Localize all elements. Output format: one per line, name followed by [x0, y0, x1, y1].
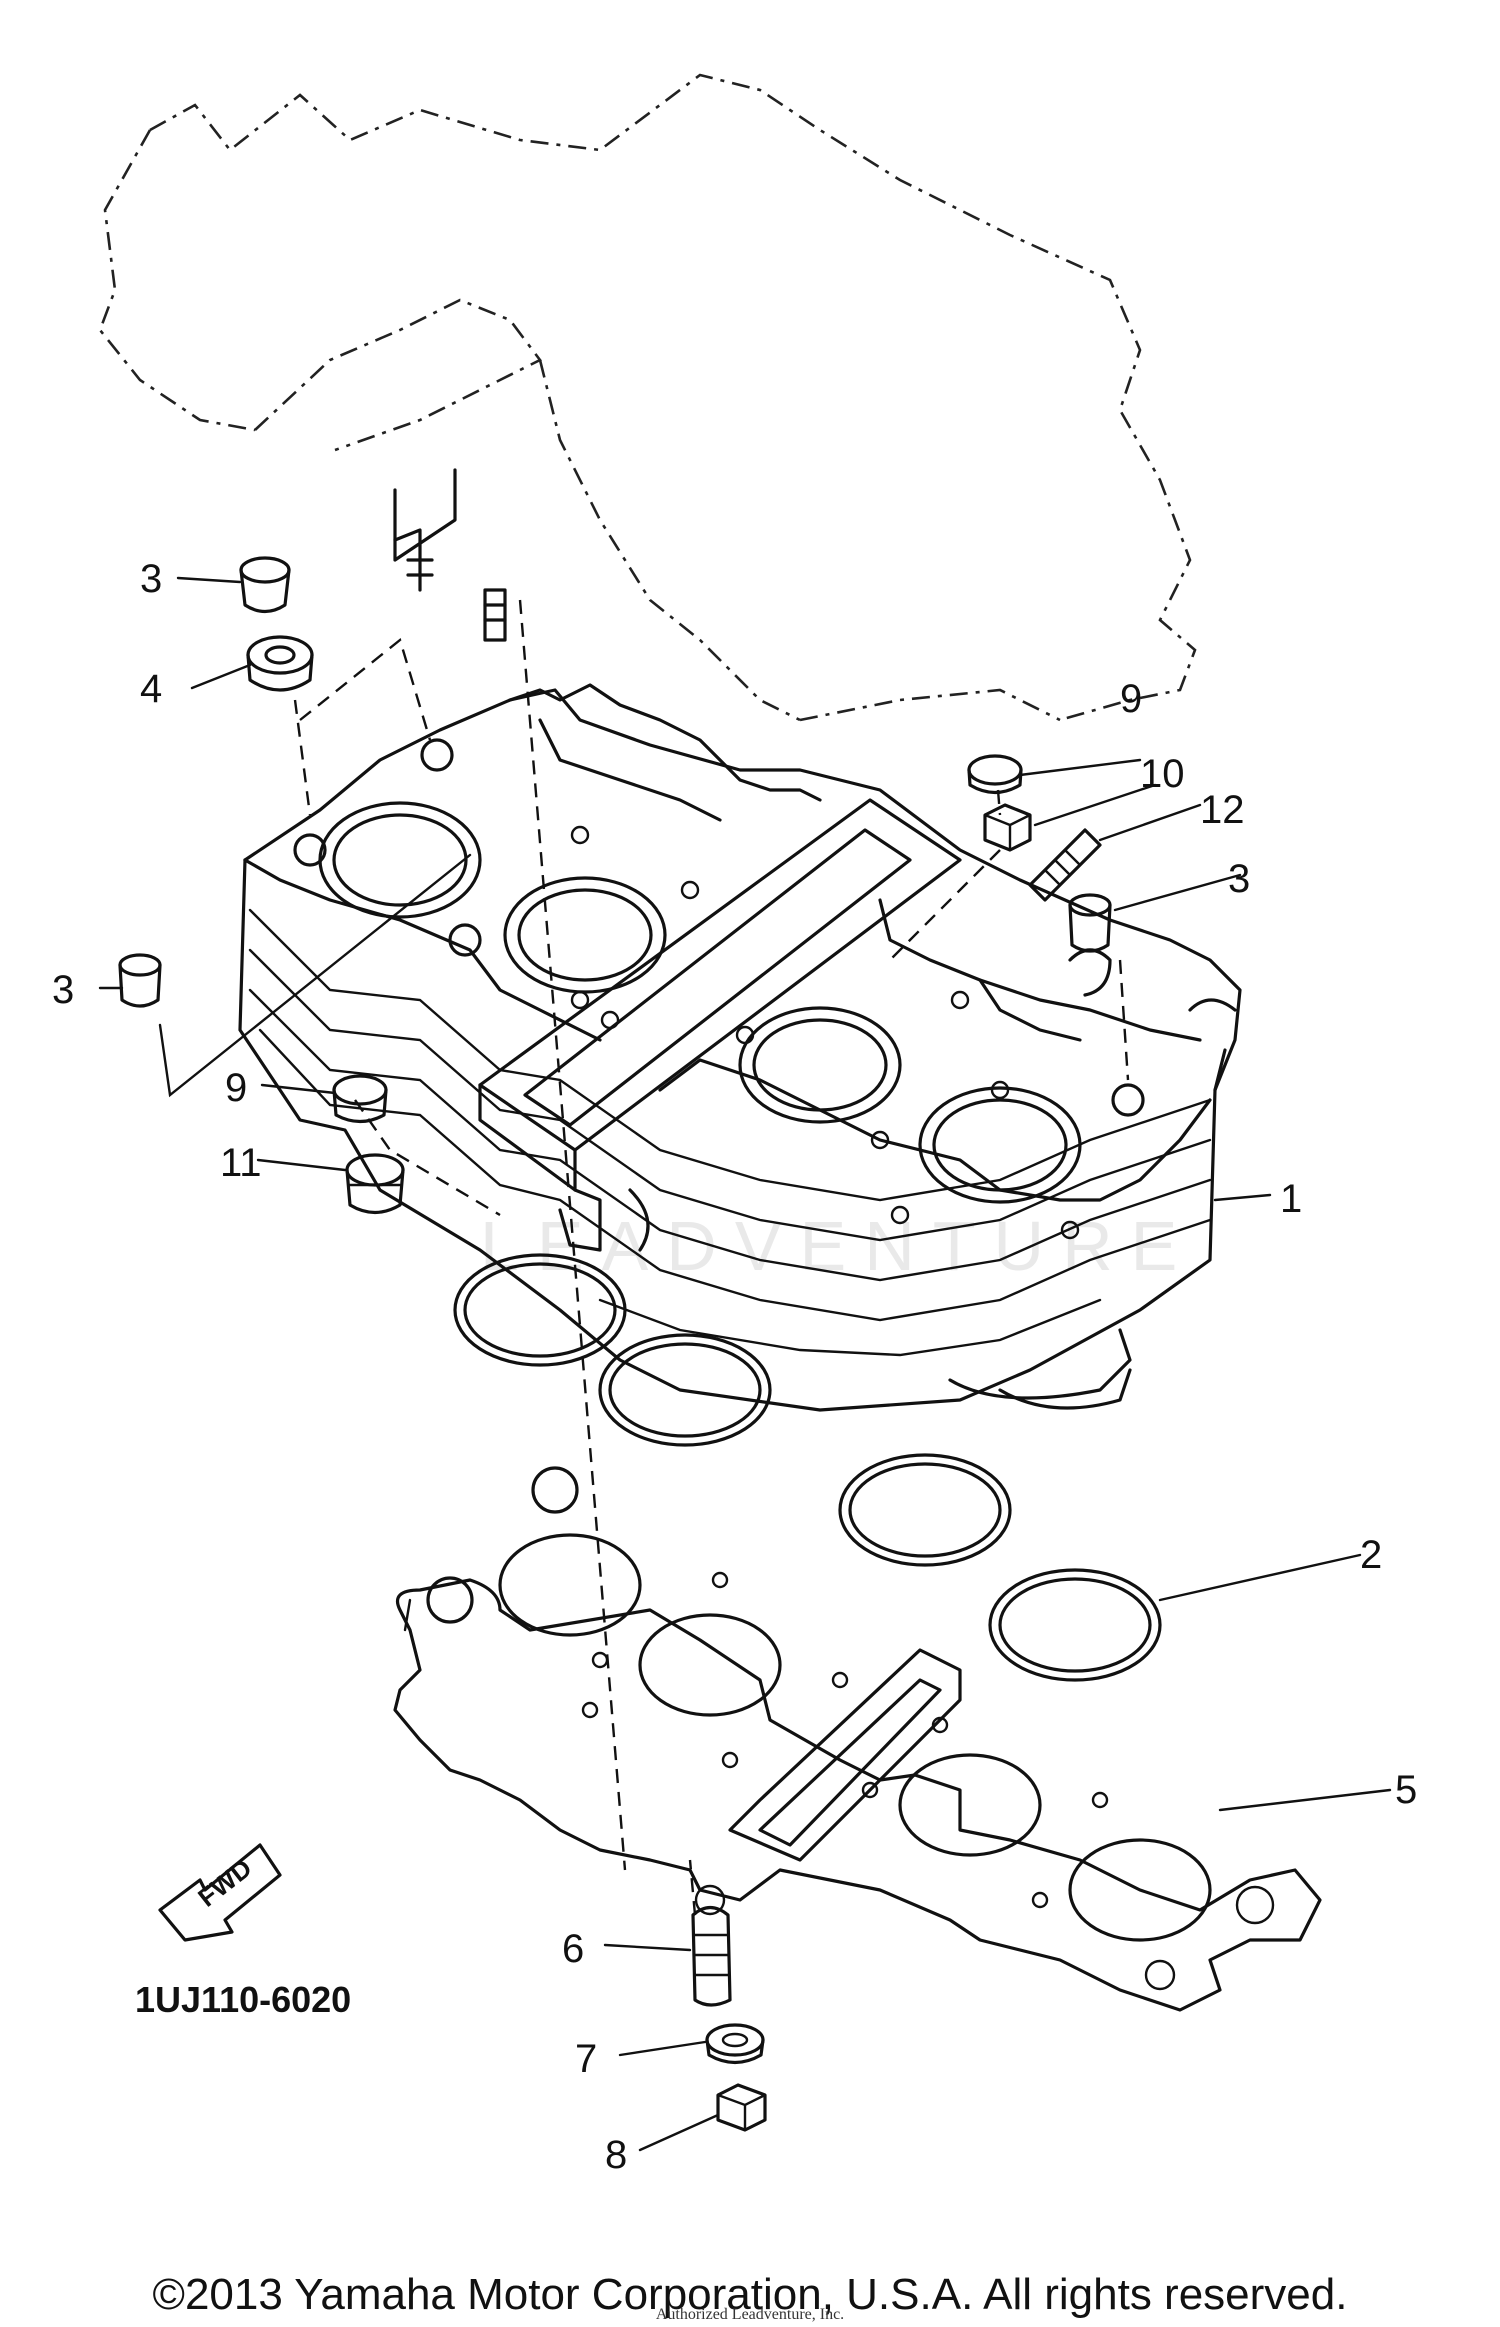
stud-bolt-6 — [691, 1905, 732, 2007]
dowel-pin-3-right — [1068, 893, 1112, 953]
callout-1: 1 — [1280, 1177, 1302, 1221]
washer-9-left — [332, 1074, 388, 1124]
assembly-dashed-lines — [158, 599, 1130, 1916]
fwd-label: FWD — [192, 1853, 257, 1913]
callout-9-left: 9 — [225, 1066, 247, 1110]
callout-5: 5 — [1395, 1768, 1417, 1812]
callout-3-left: 3 — [52, 968, 74, 1012]
stud-bolt-12 — [1028, 828, 1102, 902]
fwd-arrow-icon: FWD — [158, 1843, 282, 1942]
callout-12: 12 — [1200, 788, 1245, 832]
callout-9-right: 9 — [1120, 677, 1142, 721]
washer-7 — [705, 2023, 765, 2065]
crankcase-ghost-outline — [98, 73, 1197, 722]
callout-numbers: 3 4 3 9 10 12 3 9 11 1 2 5 6 7 8 — [52, 557, 1417, 2177]
callout-7: 7 — [575, 2037, 597, 2081]
washer-4 — [246, 635, 314, 692]
callout-10: 10 — [1140, 752, 1185, 796]
washer-9-right — [967, 754, 1023, 795]
callout-2: 2 — [1360, 1533, 1382, 1577]
nut-8 — [716, 2083, 767, 2132]
copyright-notice: ©2013 Yamaha Motor Corporation, U.S.A. A… — [152, 2270, 1348, 2319]
footer-small-text: Authorized Leadventure, Inc. — [655, 2306, 845, 2323]
cylinder-block — [238, 683, 1242, 1412]
nut-11 — [345, 1153, 405, 1215]
cylinder-base-gasket — [393, 1466, 1322, 2012]
callout-6: 6 — [562, 1927, 584, 1971]
callout-3-right: 3 — [1228, 857, 1250, 901]
callout-3-top: 3 — [140, 557, 162, 601]
dowel-pin-3-left — [118, 953, 162, 1008]
callout-11: 11 — [220, 1141, 262, 1185]
o-rings — [453, 1253, 1162, 1682]
crankcase-studs — [393, 468, 507, 642]
callout-leaders — [98, 576, 1392, 2152]
callout-4: 4 — [140, 667, 162, 711]
callout-8: 8 — [605, 2133, 627, 2177]
diagram-code: 1UJ110-6020 — [135, 1979, 351, 2020]
nut-10 — [983, 803, 1032, 852]
dowel-pin-3-top — [239, 556, 291, 614]
